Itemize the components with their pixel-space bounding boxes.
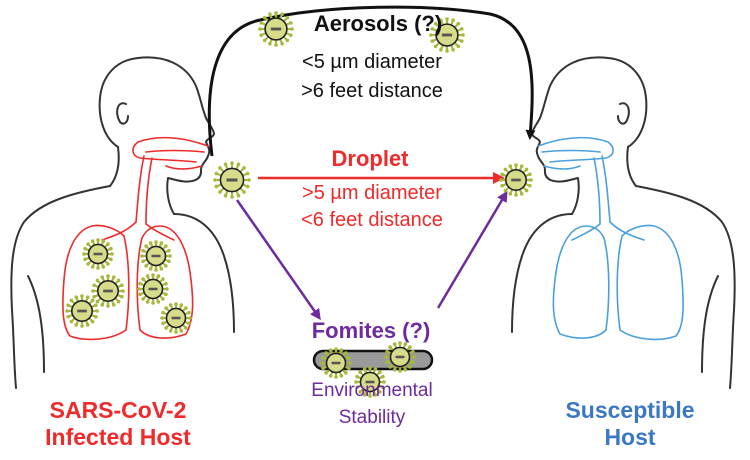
droplet-diameter: >5 µm diameter xyxy=(302,182,442,204)
virus-particle-icon xyxy=(160,302,192,334)
virus-particle-icon xyxy=(354,366,386,398)
virus-particle-icon xyxy=(137,273,169,305)
susceptible-host-figure xyxy=(511,56,736,389)
virus-particle-icon xyxy=(140,240,172,272)
virus-particle-icon xyxy=(213,161,251,199)
infected-airway xyxy=(62,136,209,341)
virus-particle-icon xyxy=(91,274,125,308)
fomites-stability: Stability xyxy=(338,407,406,428)
virus-particle-icon xyxy=(320,347,352,379)
aerosols-title: Aerosols (?) xyxy=(313,11,443,36)
infected-host-label-line1: SARS-CoV-2 xyxy=(49,397,187,423)
virus-particle-icon xyxy=(429,17,465,53)
susceptible-host-label-line2: Host xyxy=(604,424,656,450)
fomites-down-arrow xyxy=(235,199,321,321)
virus-particle-icon xyxy=(258,11,294,47)
aerosols-arrow xyxy=(207,5,536,157)
fomites-up-arrow xyxy=(436,190,508,309)
infected-host-figure xyxy=(10,56,235,389)
aerosols-diameter: <5 µm diameter xyxy=(302,51,442,73)
susceptible-airway xyxy=(537,136,684,341)
droplet-title: Droplet xyxy=(331,146,409,171)
droplet-distance: <6 feet distance xyxy=(301,209,443,231)
aerosols-distance: >6 feet distance xyxy=(301,80,443,102)
infected-host-label-line2: Infected Host xyxy=(45,424,191,450)
susceptible-host-label-line1: Susceptible xyxy=(565,397,695,423)
virus-particle-icon xyxy=(499,163,533,197)
virus-particle-icon xyxy=(65,294,99,328)
virus-particle-icon xyxy=(82,238,114,270)
fomites-environmental: Environmental xyxy=(311,380,433,401)
virus-particle-icon xyxy=(384,341,416,373)
virus-particles xyxy=(65,11,533,398)
fomites-title: Fomites (?) xyxy=(311,318,431,343)
